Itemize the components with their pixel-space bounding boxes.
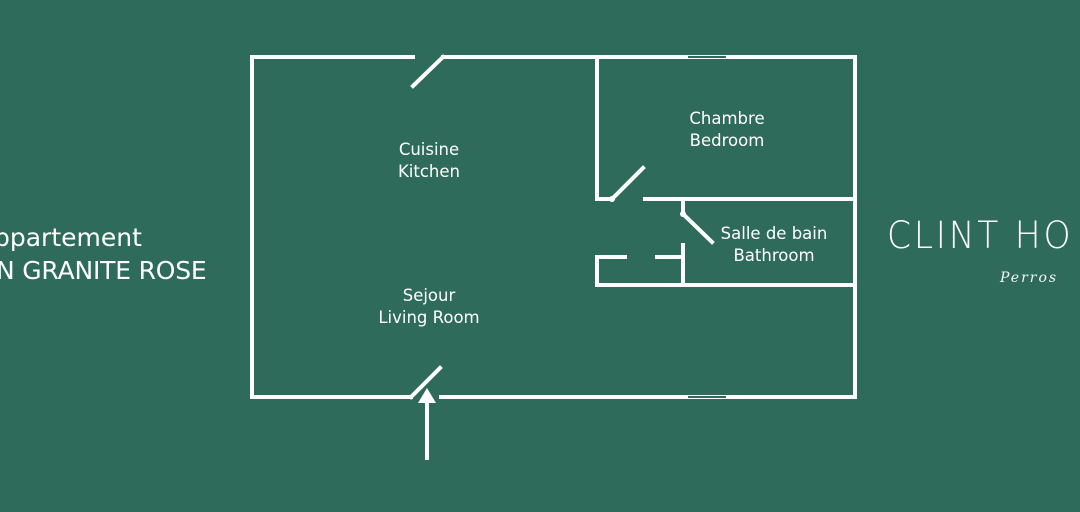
- door-bathroom: [680, 211, 715, 245]
- bathroom-label-en: Bathroom: [733, 246, 815, 265]
- door-bedroom: [609, 165, 646, 202]
- bathroom-label-fr: Salle de bain: [720, 224, 828, 243]
- room-label-bathroom: Salle de bain Bathroom: [708, 223, 840, 267]
- room-label-kitchen: Cuisine Kitchen: [370, 139, 488, 183]
- brand-logo-sub: Perros: [1000, 270, 1059, 286]
- bedroom-label-fr: Chambre: [689, 109, 765, 128]
- apartment-title-line2: N GRANITE ROSE: [0, 256, 207, 285]
- kitchen-label-en: Kitchen: [397, 162, 460, 181]
- room-label-bedroom: Chambre Bedroom: [667, 108, 787, 152]
- door-top: [410, 54, 446, 89]
- room-label-living: Sejour Living Room: [363, 285, 495, 329]
- door-hinge-bedroom: [609, 196, 615, 202]
- arrow-up-icon: [418, 388, 436, 460]
- living-label-en: Living Room: [378, 308, 480, 327]
- outer-wall-top-right: [439, 55, 857, 399]
- door-hinge-bathroom: [680, 211, 686, 217]
- kitchen-label-fr: Cuisine: [398, 140, 460, 159]
- brand-logo-name: CLINT HO: [887, 214, 1074, 257]
- apartment-title-line1: ppartement: [0, 223, 142, 252]
- door-entrance: [408, 365, 443, 400]
- bedroom-label-en: Bedroom: [689, 131, 765, 150]
- living-label-fr: Sejour: [402, 286, 456, 305]
- outer-wall-top-left: [250, 55, 415, 399]
